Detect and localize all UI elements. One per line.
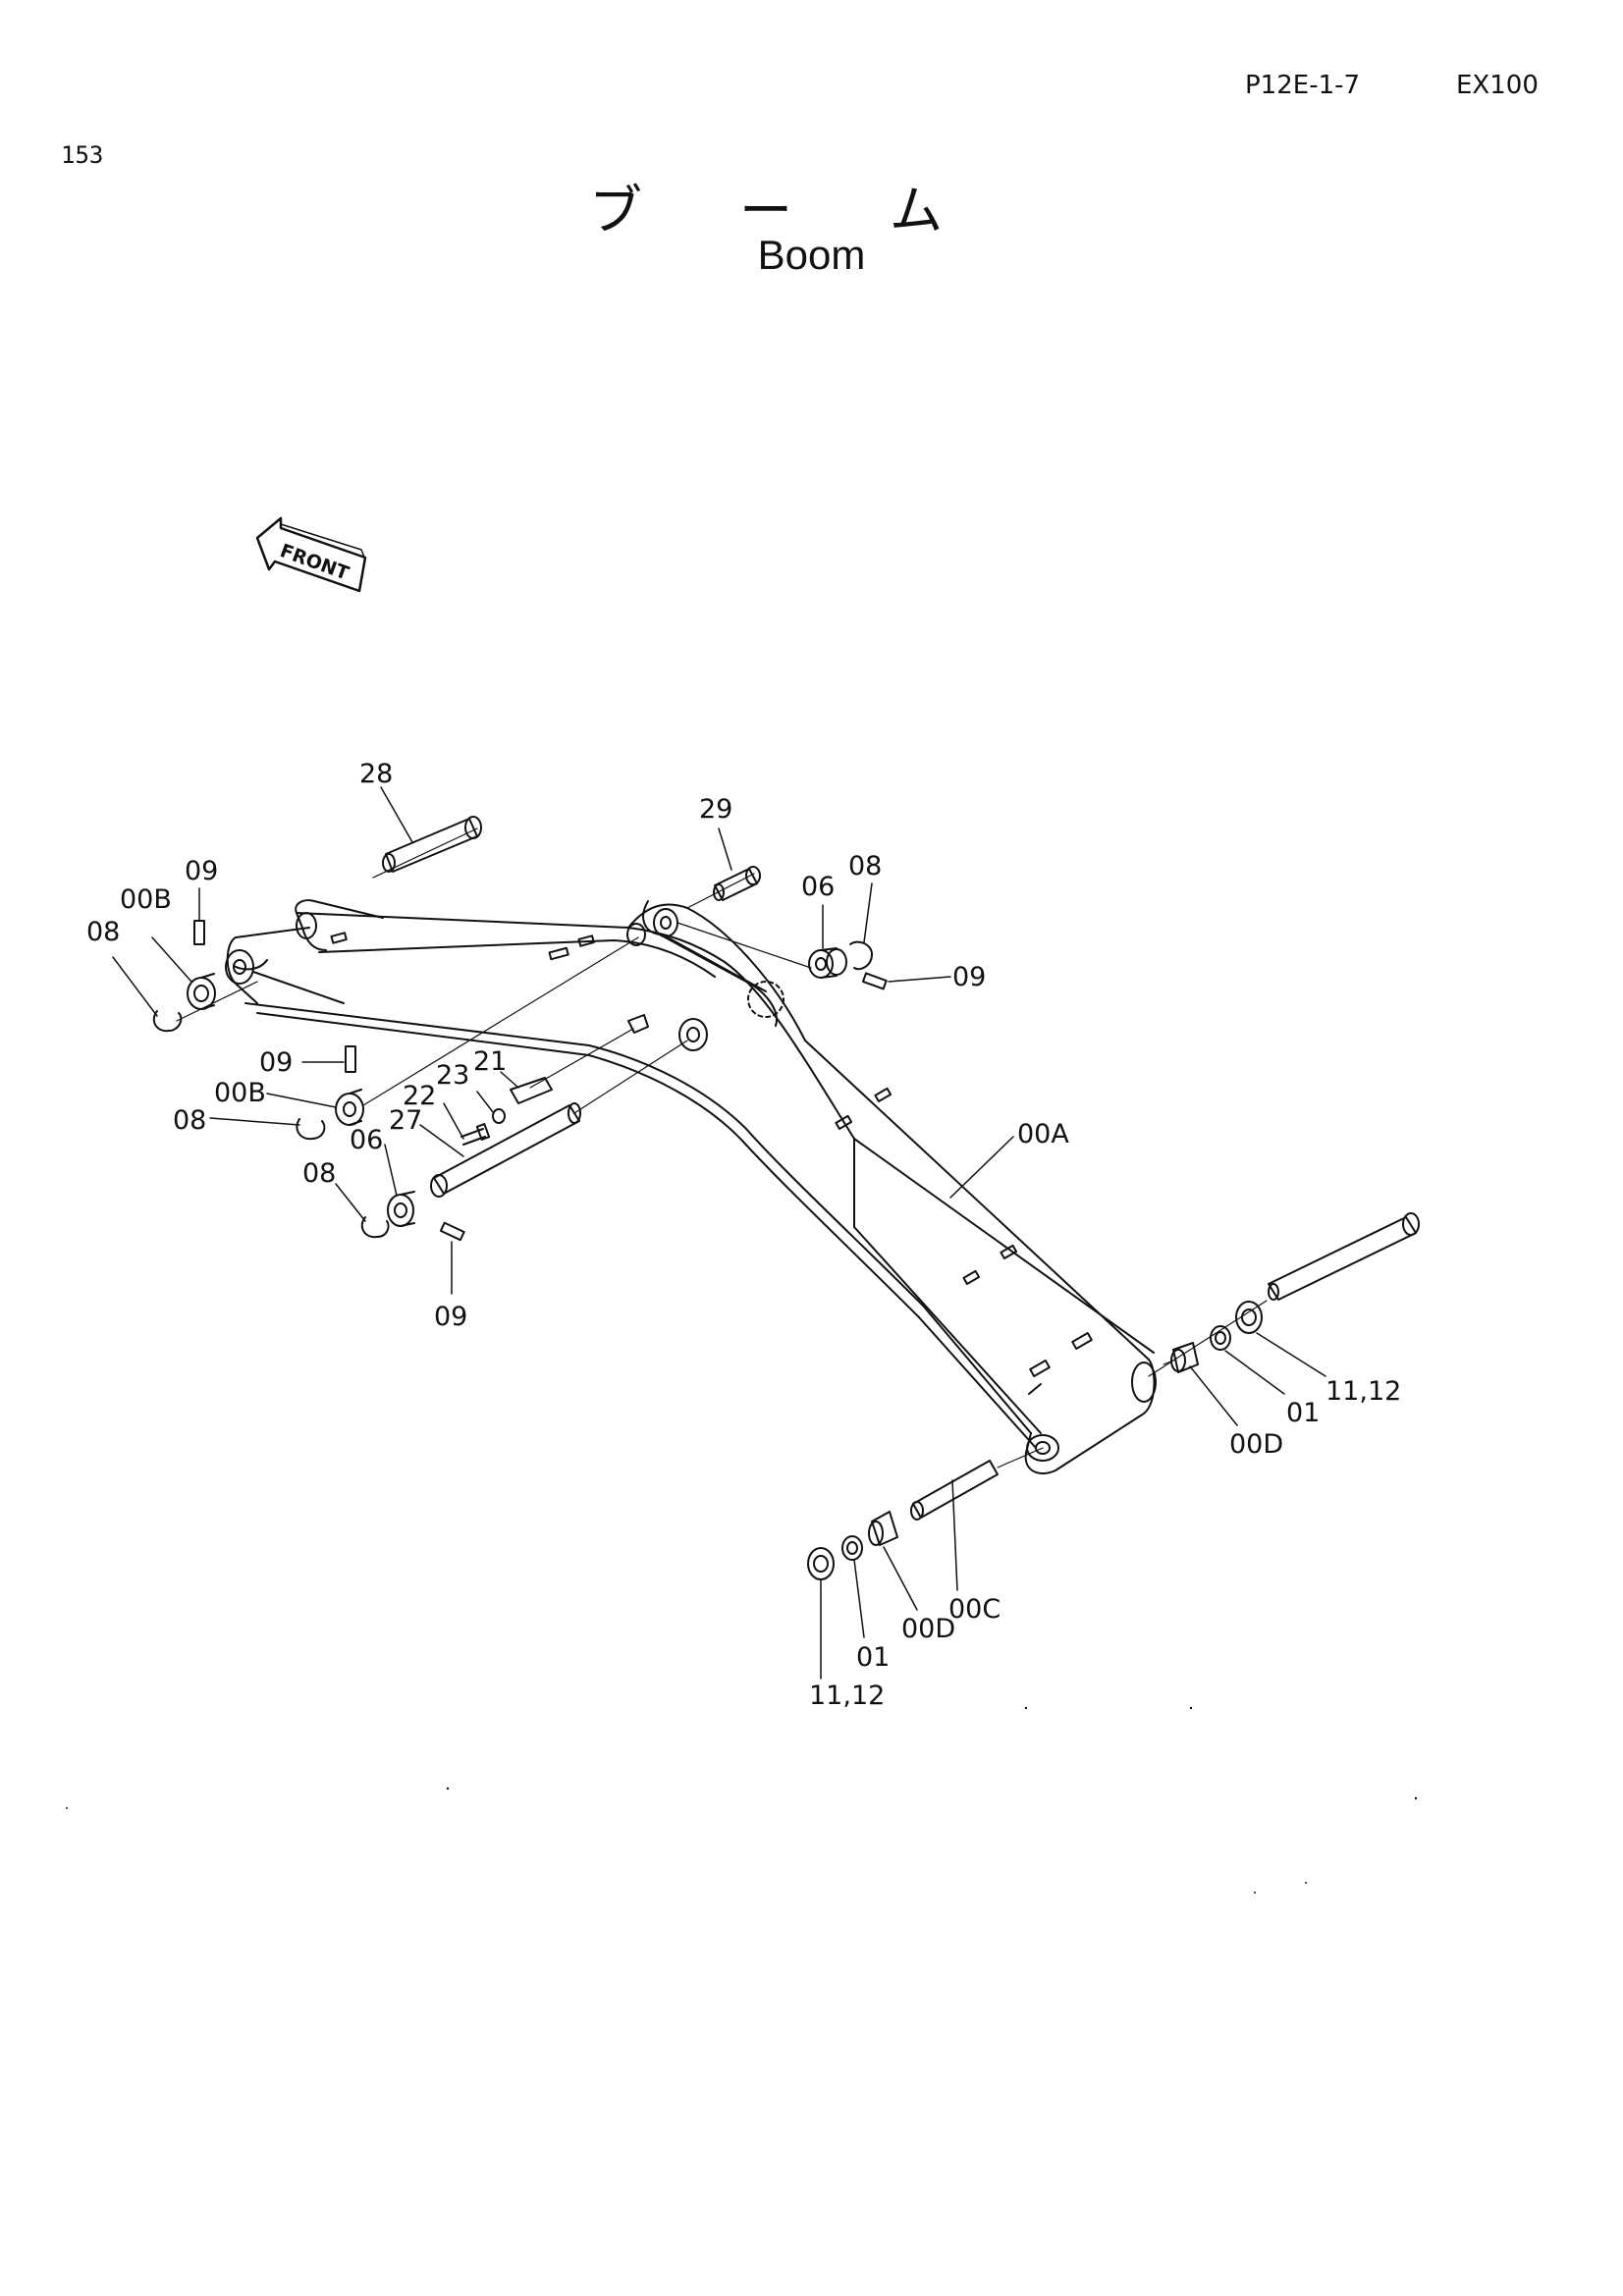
snap-ring-08-d (360, 1216, 390, 1239)
shim-01-a (1210, 1325, 1231, 1351)
snap-ring-08-c (296, 1118, 326, 1141)
snap-ring-08-b (849, 940, 873, 971)
pin-00c (910, 1460, 999, 1521)
callout-08-top-right: 08 (848, 851, 882, 881)
title-jp-char-2: ー (739, 180, 792, 241)
bushing-06-b (387, 1191, 415, 1227)
pin-28 (382, 816, 482, 873)
bushing-00b-b (335, 1089, 364, 1126)
spring-pin-09-d (439, 1221, 465, 1242)
plate-1112-a (1235, 1301, 1263, 1334)
pin-right (1268, 1212, 1420, 1301)
title-jp-char-3: ム (890, 180, 943, 241)
callout-01-bottom: 01 (856, 1642, 890, 1673)
callout-08-top-left: 08 (86, 917, 120, 947)
callout-21: 21 (473, 1046, 507, 1077)
shim-01-b (841, 1535, 863, 1561)
bushing-06-a (808, 947, 847, 979)
title-jp-char-1: ブ (589, 180, 642, 241)
callout-06-mid-left: 06 (350, 1125, 383, 1155)
boom-body (225, 899, 1157, 1474)
callout-09-lower-left: 09 (434, 1302, 467, 1332)
callout-00b-top-left: 00B (120, 884, 172, 915)
leader-lines (112, 786, 1326, 1680)
shim-01-a-hole (1215, 1331, 1226, 1345)
callout-28: 28 (359, 759, 393, 789)
washer-23 (492, 1108, 506, 1124)
callout-09-mid-left: 09 (259, 1047, 293, 1078)
shim-01-b-hole (846, 1541, 858, 1555)
callout-22: 22 (403, 1081, 436, 1111)
callout-09-top-right: 09 (952, 962, 986, 992)
callout-11-12-bottom: 11,12 (809, 1681, 885, 1711)
callout-00b-mid-left: 00B (214, 1078, 266, 1108)
boss-00a (678, 1018, 708, 1051)
plate-1112-b-hole (813, 1555, 829, 1573)
bolt-22 (460, 1123, 491, 1146)
callout-00a: 00A (1017, 1119, 1069, 1149)
callout-27: 27 (389, 1105, 422, 1136)
page-code: P12E-1-7 (1245, 71, 1361, 100)
collar-00d-b (868, 1511, 898, 1546)
callout-00d-right: 00D (1229, 1429, 1283, 1460)
plate-1112-a-hole (1241, 1308, 1257, 1326)
callout-11-12-right: 11,12 (1325, 1376, 1401, 1407)
callout-29: 29 (699, 794, 732, 825)
collar-00d-a (1170, 1342, 1199, 1373)
callout-01-right: 01 (1286, 1398, 1320, 1428)
callout-09-top-left: 09 (185, 856, 218, 886)
pin-27 (430, 1102, 581, 1198)
callout-00c: 00C (948, 1594, 1001, 1625)
front-arrow-icon: FRONT (255, 516, 367, 593)
front-arrow-label: FRONT (277, 540, 352, 585)
spring-pin-09-a (193, 920, 205, 945)
pin-29 (713, 866, 761, 901)
title-english: Boom (757, 232, 866, 278)
callout-06-top-right: 06 (801, 872, 835, 902)
callout-08-lower-left: 08 (302, 1158, 336, 1189)
callout-23: 23 (436, 1060, 469, 1091)
title-japanese: ブ ー ム (589, 167, 943, 244)
model-name: EX100 (1456, 71, 1539, 100)
plate-1112-b (807, 1547, 835, 1580)
spring-pin-09-c (345, 1045, 356, 1073)
page-number: 153 (61, 141, 104, 169)
callout-08-mid-left: 08 (173, 1105, 206, 1136)
callout-00d-bottom: 00D (901, 1614, 955, 1644)
scan-specks (66, 1706, 1418, 1894)
center-lines (176, 828, 1268, 1468)
spring-pin-09-b (861, 972, 888, 990)
